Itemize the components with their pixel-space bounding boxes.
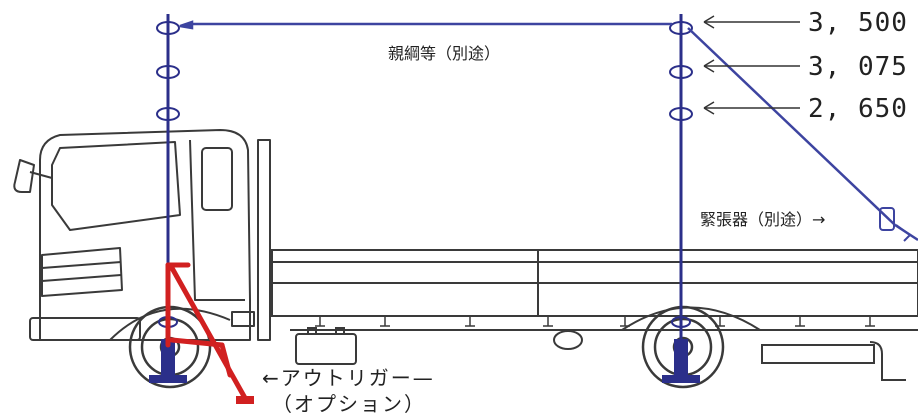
main-rope-label: 親綱等（別途） xyxy=(388,44,501,63)
tensioner-icon xyxy=(879,207,912,242)
outrigger-option-label: （オプション） xyxy=(272,392,426,414)
truck xyxy=(13,129,271,341)
tensioner-label: 緊張器（別途）→ xyxy=(700,210,826,229)
battery-box xyxy=(295,333,357,365)
dimension-arrows xyxy=(703,15,800,115)
truck-mirror xyxy=(13,159,35,193)
truck-cab xyxy=(39,129,251,341)
dimension-2650: 2, 650 xyxy=(808,94,908,124)
outrigger-foot xyxy=(236,396,254,404)
truck-cab-post xyxy=(257,139,271,341)
dimension-3500: 3, 500 xyxy=(808,8,908,38)
poles xyxy=(166,14,683,378)
outrigger-brace-lower xyxy=(169,337,225,348)
truck-windshield xyxy=(51,141,181,231)
outrigger xyxy=(165,262,248,401)
rear-guard xyxy=(761,344,875,364)
outrigger-brace-diagonal xyxy=(169,265,248,401)
fuel-tank xyxy=(553,330,583,350)
pole-rings xyxy=(156,21,693,328)
truck-door xyxy=(189,139,245,301)
truck-bumper xyxy=(29,317,141,341)
truck-grille xyxy=(41,247,123,297)
dimension-3075: 3, 075 xyxy=(808,52,908,82)
rear-wheel xyxy=(641,305,725,389)
truck-side-window xyxy=(201,147,233,211)
outrigger-label: ←アウトリガー— xyxy=(262,366,435,390)
cargo-bed xyxy=(109,249,918,381)
tension-rope xyxy=(687,27,896,226)
exhaust-pipe xyxy=(869,341,906,381)
